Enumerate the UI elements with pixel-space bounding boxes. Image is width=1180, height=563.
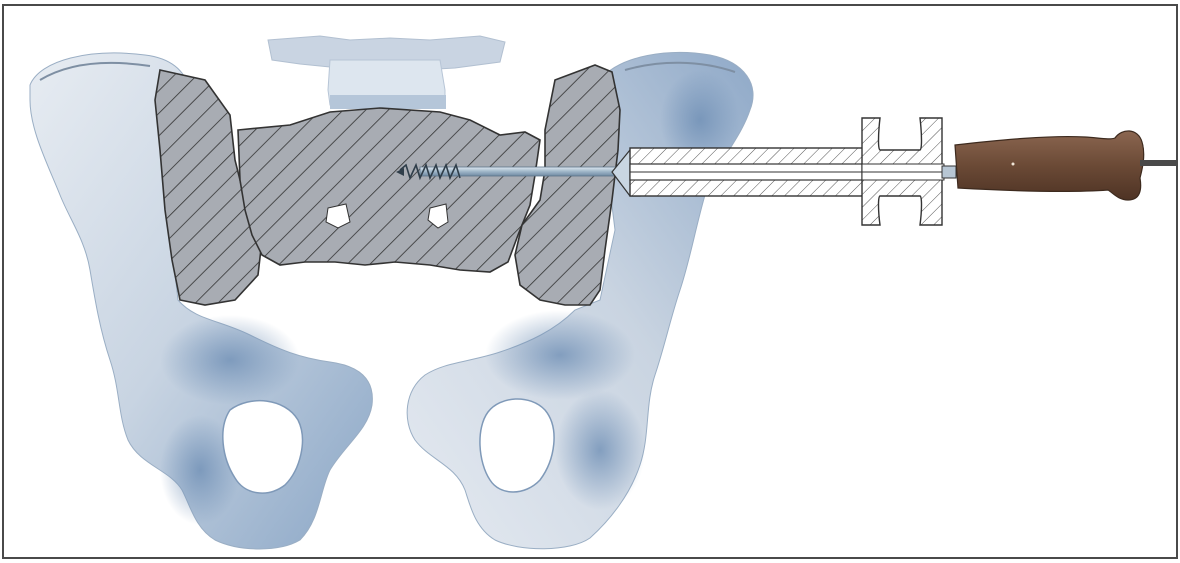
sacrum-section — [238, 108, 540, 272]
vertebra-top — [268, 36, 505, 109]
instrument-handle — [955, 131, 1144, 200]
screw-icon — [396, 165, 640, 178]
